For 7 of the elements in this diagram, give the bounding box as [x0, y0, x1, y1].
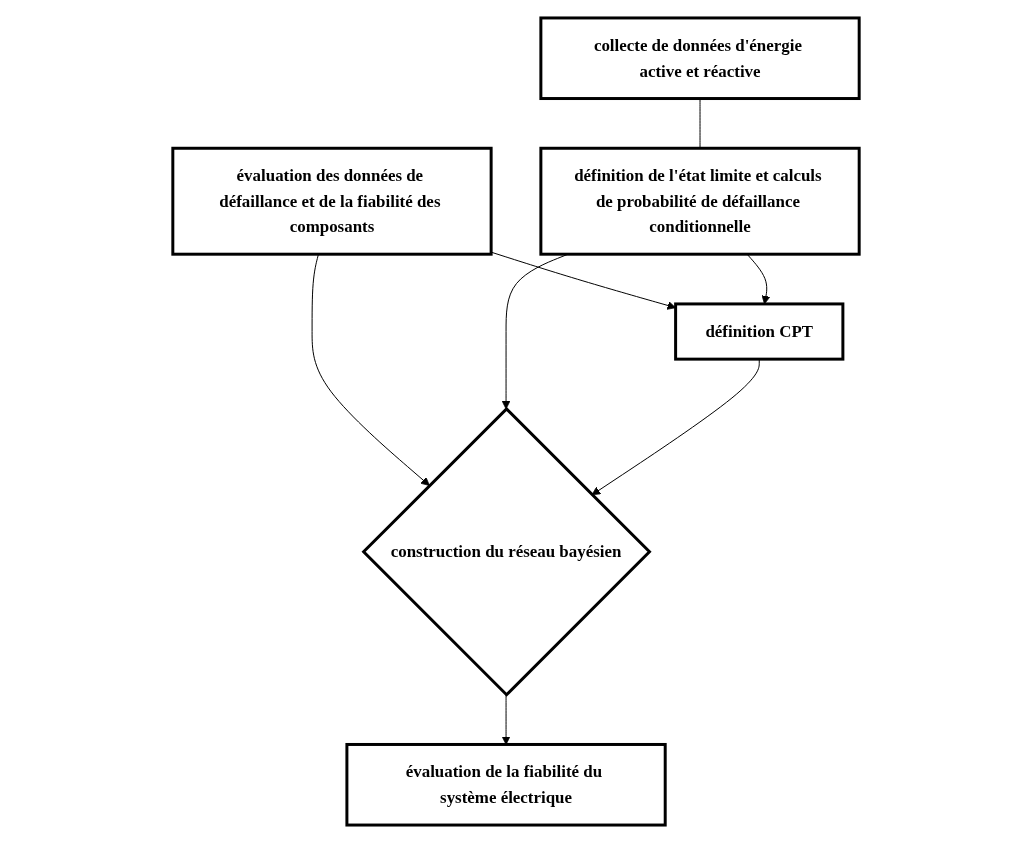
connector: [699, 98, 701, 149]
node-box: collecte de données d'énergie active et réactive: [539, 16, 861, 100]
node-box: définition CPT: [674, 302, 845, 361]
node-box: évaluation des données de défaillance et de la fiabilité des composants: [171, 146, 493, 256]
node-diamond: construction du réseau bayésien: [361, 406, 652, 697]
node-box: évaluation de la fiabilité du système électrique: [345, 743, 667, 827]
node-box: définition de l'état limite et calculs de probabilité de défaillance conditionnelle: [539, 146, 861, 256]
